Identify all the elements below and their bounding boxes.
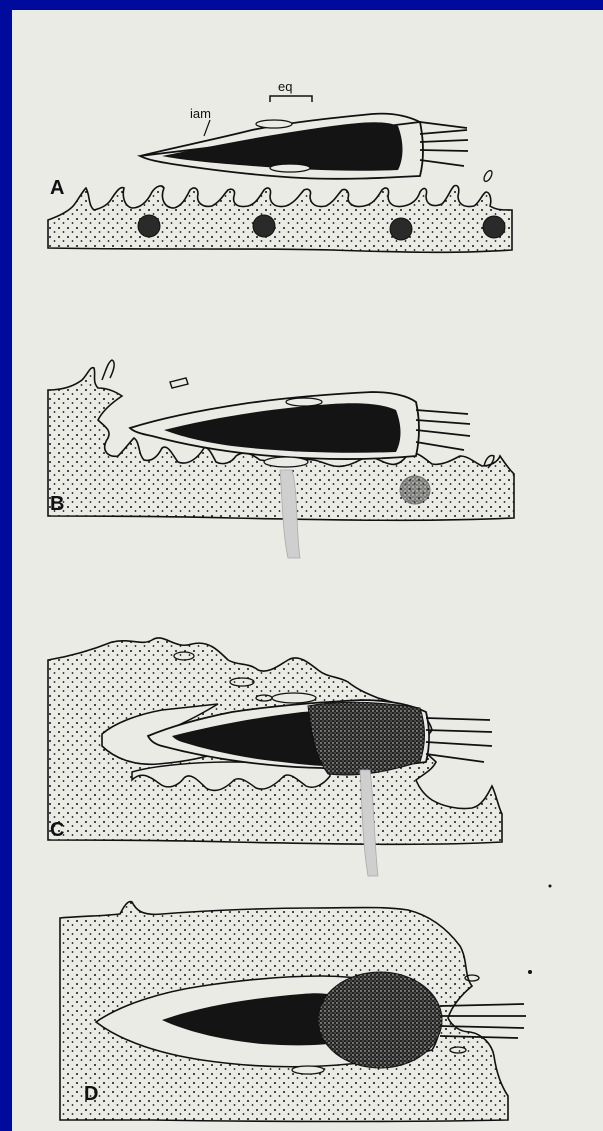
panel-label-b: B (50, 493, 64, 515)
panel-d: D (60, 885, 552, 1122)
vesicle (482, 169, 493, 182)
vesicle (292, 1066, 324, 1074)
flagellum-a (420, 130, 468, 166)
eq-bracket (270, 96, 312, 102)
flagellum-b (416, 410, 470, 450)
sperm-egg-fusion-figure: eq iam A B C (12, 10, 603, 1131)
decondensing-chromatin-c (308, 702, 425, 775)
iam-pointer (204, 120, 210, 136)
stray-mark (528, 970, 532, 974)
equatorial-segment-c (272, 693, 316, 703)
flagellum-c (426, 718, 492, 762)
equatorial-segment-b (286, 398, 322, 406)
egg-surface-a (48, 185, 512, 252)
cortical-granule (390, 218, 412, 240)
equatorial-segment-b (264, 457, 308, 467)
panel-b: B (48, 360, 514, 558)
iam-label: iam (190, 106, 211, 121)
stray-mark (549, 885, 552, 888)
panel-c: C (48, 638, 502, 876)
microvillus (170, 378, 188, 388)
panel-a: eq iam A (48, 79, 512, 252)
equatorial-segment-a (270, 164, 310, 172)
equatorial-segment-a (256, 120, 292, 128)
exocytosing-granule (400, 476, 430, 504)
microvillus (102, 360, 114, 380)
eq-label: eq (278, 79, 292, 94)
decondensing-chromatin-d (318, 972, 442, 1068)
panel-label-a: A (50, 177, 64, 199)
cortical-granule (253, 215, 275, 237)
panel-label-c: C (50, 819, 64, 841)
cortical-granule (483, 216, 505, 238)
cortical-granule (138, 215, 160, 237)
panel-label-d: D (84, 1083, 98, 1105)
